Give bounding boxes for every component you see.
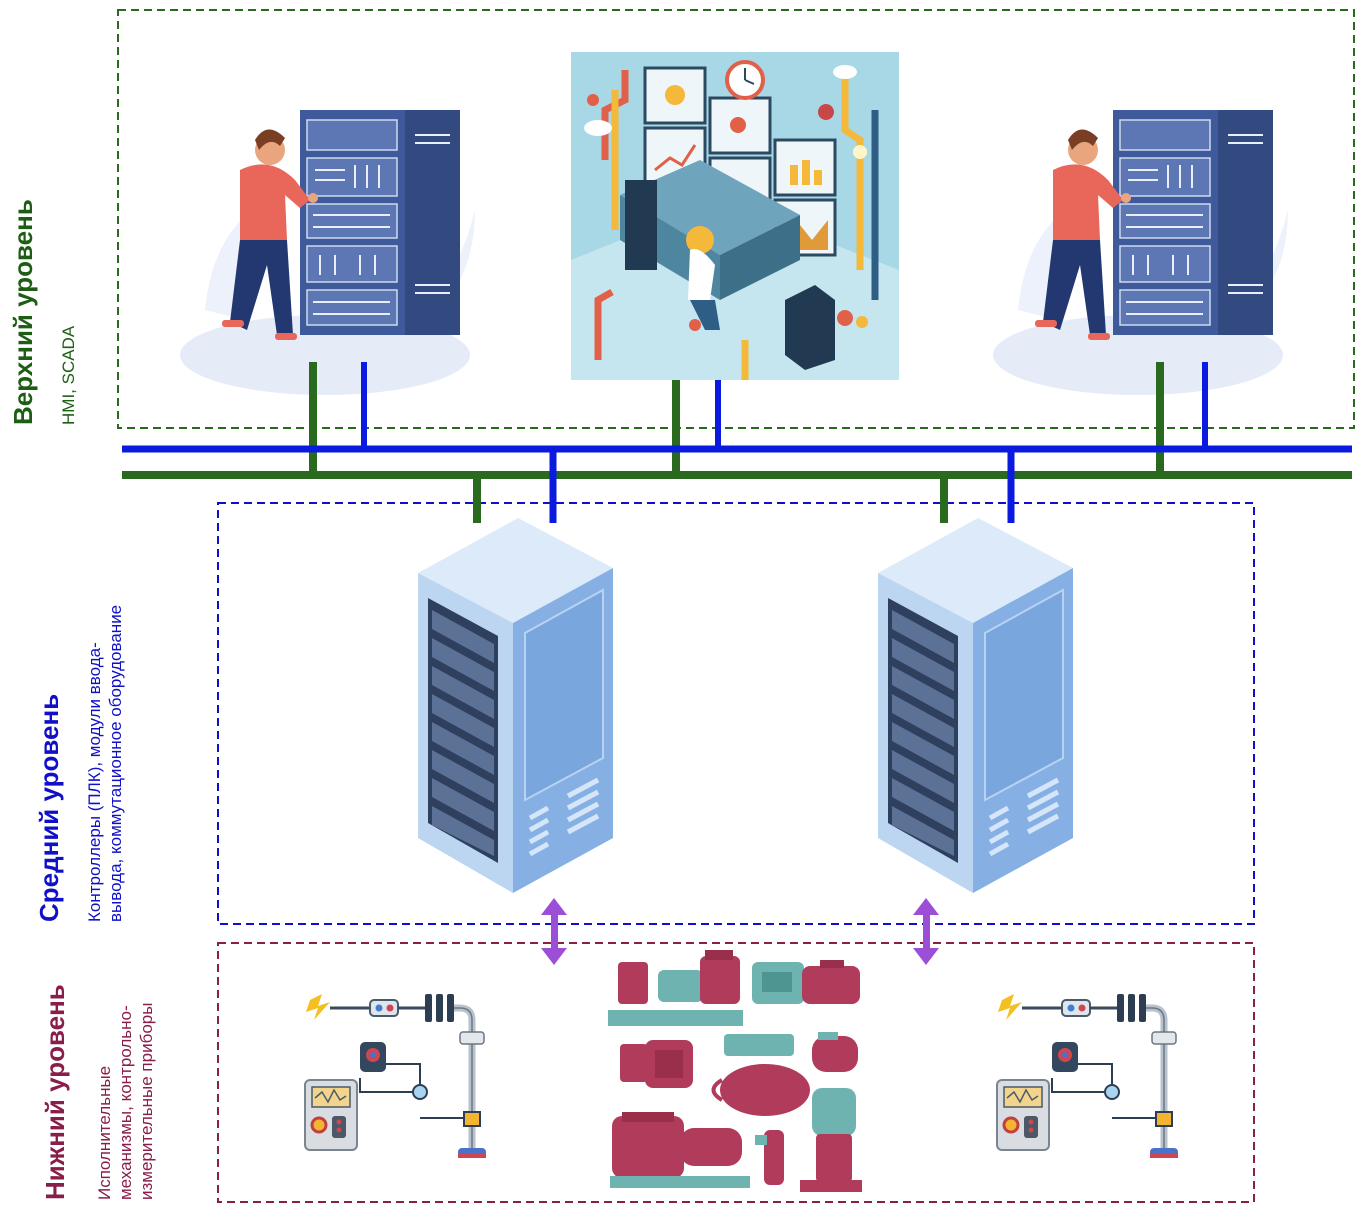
- upper-level-title: Верхний уровень: [8, 199, 38, 425]
- lower-level-subtitle-line3: измерительные приборы: [137, 1002, 156, 1200]
- control-room-icon: [571, 52, 899, 380]
- lower-level-title: Нижний уровень: [40, 984, 70, 1200]
- upper-level-box: [117, 9, 1355, 429]
- pumps-motors-icon: [608, 950, 862, 1192]
- lower-level-subtitle: Исполнительные механизмы, контрольно- из…: [94, 1003, 157, 1200]
- network-bus: [122, 362, 1352, 523]
- middle-level-title: Средний уровень: [34, 693, 64, 922]
- lower-level-subtitle-line2: механизмы, контрольно-: [116, 1005, 135, 1200]
- middle-level-subtitle-line2: вывода, коммутационное оборудование: [106, 604, 125, 922]
- middle-level-subtitle-line1: Контроллеры (ПЛК), модули ввода-: [85, 642, 104, 922]
- middle-level-subtitle: Контроллеры (ПЛК), модули ввода- вывода,…: [84, 605, 126, 922]
- upper-level-subtitle: HMI, SCADA: [59, 325, 78, 425]
- lower-level-subtitle-line1: Исполнительные: [95, 1065, 114, 1200]
- middle-lower-link: [541, 898, 939, 965]
- lower-level-box: [217, 942, 1255, 1203]
